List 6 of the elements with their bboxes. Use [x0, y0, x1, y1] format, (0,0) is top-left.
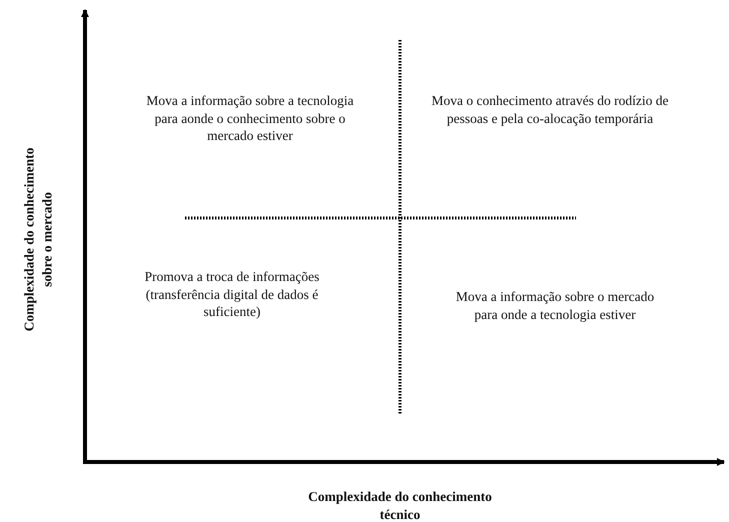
axis-label: Complexidade do conhecimento técnico [307, 488, 493, 522]
axis-label: Complexidade do conhecimento sobre o mercado [20, 146, 55, 334]
quadrant-text: Mova a informação sobre a tecnologia para aonde o conhecimento sobre o mercado estiver [145, 92, 355, 145]
quadrant-text: Mova a informação sobre o mercado para onde a tecnologia estiver [454, 288, 656, 324]
quadrant-text: Mova o conhecimento através do rodízio de pessoas e pela co-alocação temporária [430, 92, 670, 128]
quadrant-text: Promova a troca de informações (transferência digital de dados é suficiente) [144, 268, 320, 321]
